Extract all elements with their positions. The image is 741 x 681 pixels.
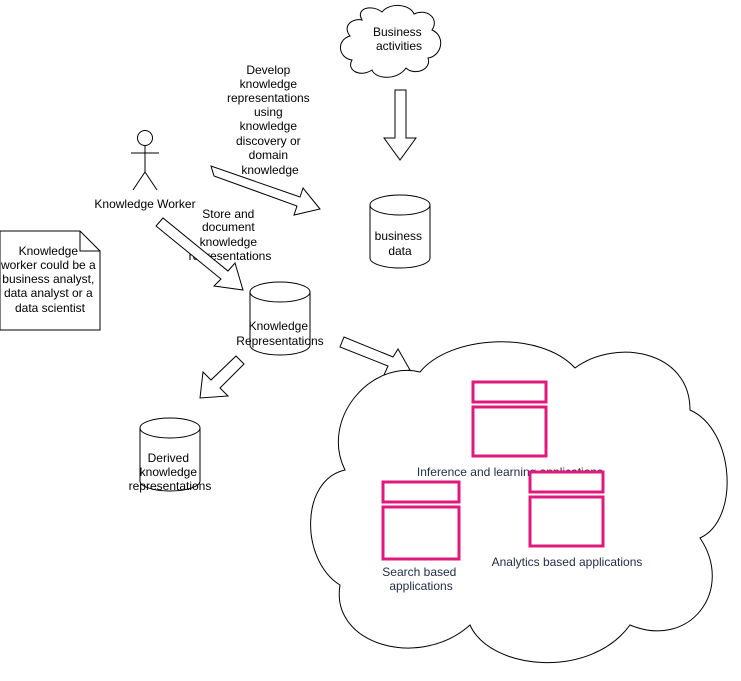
derived-representations-label: Derived knowledge representations	[129, 451, 212, 493]
business-data-cylinder-top	[369, 194, 431, 216]
window-icon	[471, 380, 548, 458]
search-app[interactable]: Search based applications	[381, 480, 461, 593]
flow-arrow-activities-to-data	[383, 89, 417, 161]
develop-edge-label: Develop knowledge representations using …	[227, 63, 313, 177]
knowledge-worker-node[interactable]: Knowledge Worker	[94, 130, 196, 212]
knowledge-representations-cylinder-body	[249, 292, 311, 356]
knowledge-worker-label: Knowledge Worker	[94, 197, 195, 211]
search-app-label: Search based applications	[382, 565, 459, 593]
business-data-node[interactable]: business data	[369, 194, 431, 269]
business-activities-node[interactable]: Business activities	[340, 5, 442, 78]
flow-arrow-to-derived	[199, 355, 245, 399]
flow-arrow-develop	[210, 165, 321, 216]
applications-cloud-shape	[310, 341, 728, 664]
person-icon	[131, 130, 159, 191]
flow-arrow-store	[155, 217, 244, 291]
applications-cloud-node[interactable]: Inference and learning applications Anal…	[310, 341, 728, 664]
business-data-label: business data	[375, 229, 426, 258]
note-text: Knowledge worker could be a business ana…	[0, 244, 99, 315]
window-icon	[528, 470, 605, 548]
knowledge-representations-label: Knowledge Representations	[236, 319, 323, 348]
note-fold	[79, 231, 100, 252]
knowledge-representations-node[interactable]: Knowledge Representations	[236, 281, 324, 356]
flow-arrow-to-applications	[339, 336, 411, 376]
analytics-app[interactable]: Analytics based applications	[492, 470, 643, 569]
business-activities-cloud-shape	[340, 5, 442, 78]
knowledge-representations-cylinder-top	[249, 281, 311, 303]
business-data-cylinder-body	[369, 205, 431, 269]
business-activities-label: Business activities	[373, 25, 425, 53]
derived-representations-cylinder-top	[139, 417, 201, 439]
analytics-app-label: Analytics based applications	[492, 555, 643, 569]
derived-representations-cylinder-body	[139, 428, 201, 492]
derived-representations-node[interactable]: Derived knowledge representations	[129, 417, 212, 493]
note-node[interactable]: Knowledge worker could be a business ana…	[0, 230, 101, 331]
note-shape	[0, 230, 101, 331]
store-edge-label: Store and document knowledge representat…	[189, 207, 272, 263]
inference-app[interactable]: Inference and learning applications	[417, 380, 603, 479]
window-icon	[381, 480, 461, 561]
